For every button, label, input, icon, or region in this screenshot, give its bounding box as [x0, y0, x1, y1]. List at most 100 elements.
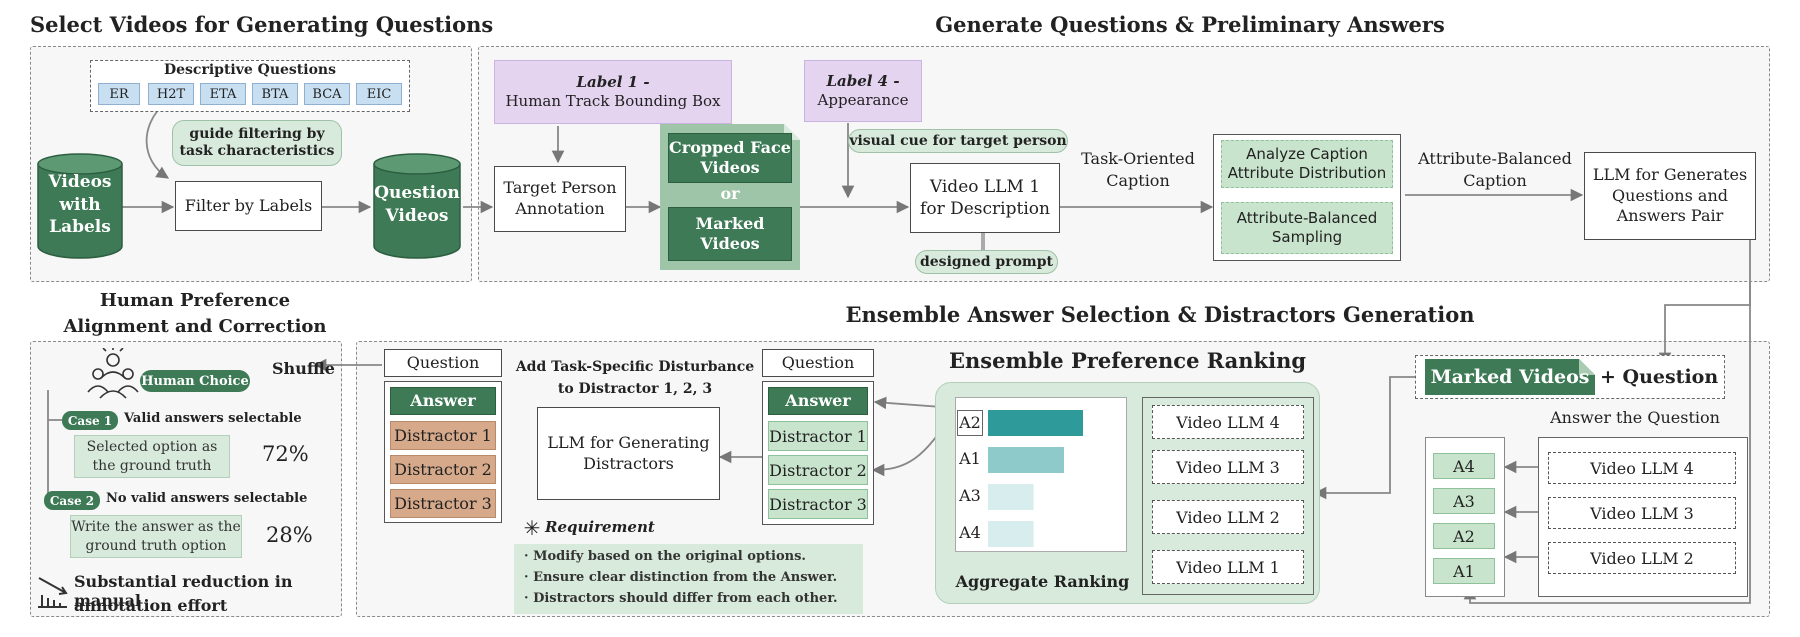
pct-28: 28%	[266, 523, 313, 547]
requirements-box	[514, 544, 863, 614]
cropped-line1: Cropped Face	[669, 138, 791, 157]
marked-videos-box: Marked Videos	[668, 207, 792, 261]
plus-question-label: + Question	[1600, 366, 1719, 388]
question-videos: Question Videos	[372, 175, 462, 235]
balanced-caption-line2: Caption	[1463, 171, 1527, 190]
descriptive-title: Descriptive Questions	[164, 62, 336, 78]
analyze-line1: Analyze Caption	[1246, 144, 1368, 163]
target-line1: Target Person	[503, 178, 617, 198]
marked-videos-tab-icon	[1425, 359, 1595, 395]
case1-note-line1: Selected option as	[86, 439, 218, 456]
requirement-star-icon: ✳	[523, 516, 541, 540]
case2-text: No valid answers selectable	[106, 491, 308, 506]
llm-distractors-line2: Distractors	[583, 453, 674, 473]
balanced-caption-line1: Attribute-Balanced	[1418, 149, 1572, 168]
title-ensemble: Ensemble Answer Selection & Distractors …	[845, 302, 1475, 327]
tag-h2t: H2T	[148, 83, 194, 105]
llm-line2: Questions and	[1612, 185, 1728, 205]
answer-a1: A1	[1433, 558, 1495, 584]
q-header: Question	[762, 349, 874, 377]
final-q-header: Question	[384, 349, 502, 377]
answer-a3: A3	[1433, 488, 1495, 514]
add-disturbance-line2: to Distractor 1, 2, 3	[557, 381, 713, 397]
tag-eic: EIC	[356, 83, 402, 105]
case2-note: Write the answer as the ground truth opt…	[70, 515, 242, 558]
marked-line1: Marked	[695, 214, 765, 233]
case1-note-line2: the ground truth	[92, 457, 212, 474]
video-llm1-box: Video LLM 1 for Description	[910, 163, 1060, 233]
requirement-title: Requirement	[545, 518, 655, 536]
video-llm1-line1: Video LLM 1	[929, 176, 1041, 197]
rank-model-llm1: Video LLM 1	[1152, 550, 1304, 584]
marked-line2: Videos	[700, 234, 760, 253]
rank-label-a3: A3	[959, 486, 981, 505]
rank-bar-a4	[988, 521, 1034, 547]
question-videos-cylinder-icon	[373, 153, 461, 259]
q-distractor-3: Distractor 3	[768, 489, 868, 519]
title-select: Select Videos for Generating Questions	[30, 12, 494, 37]
rank-bar-a2	[988, 410, 1083, 436]
shuffle-label: Shuffle	[272, 359, 335, 378]
qvideos-line1: Question	[374, 183, 460, 204]
human-annotators-icon	[87, 348, 139, 399]
case2-badge: Case 2	[44, 491, 100, 510]
reduction-line1: Substantial reduction in manual	[74, 572, 293, 610]
marked-videos-label: Marked Videos	[1430, 366, 1590, 388]
tag-er: ER	[98, 83, 140, 105]
balanced-line1: Attribute-Balanced	[1236, 208, 1378, 227]
requirement-2-text: Ensure clear distinction from the Answer…	[533, 570, 838, 585]
guide-line1: guide filtering by	[189, 126, 325, 143]
requirement-2: · Ensure clear distinction from the Answ…	[524, 570, 838, 585]
llm-generates-box: LLM for Generates Questions and Answers …	[1584, 152, 1756, 240]
llm-line3: Answers Pair	[1616, 206, 1724, 226]
visual-cue-pill: visual cue for target person	[848, 129, 1068, 153]
tag-bta: BTA	[252, 83, 298, 105]
arrow-llm-marked	[1658, 240, 1751, 366]
llm-distractors-box: LLM for Generating Distractors	[537, 407, 720, 500]
q-answer: Answer	[768, 387, 868, 415]
reduction-line2: annotation effort	[74, 596, 228, 615]
final-answer: Answer	[390, 387, 496, 415]
llm-line1: LLM for Generates	[1592, 164, 1748, 184]
filter-by-labels-box: Filter by Labels	[175, 181, 322, 231]
case1-badge: Case 1	[62, 411, 118, 430]
case2-note-line2: ground truth option	[85, 537, 227, 554]
answer-question-label: Answer the Question	[1550, 408, 1720, 427]
arrow-marked-epr	[1313, 376, 1415, 500]
label1-text: Human Track Bounding Box	[505, 92, 721, 110]
balanced-line2: Sampling	[1271, 228, 1343, 246]
case2-note-line1: Write the answer as the	[71, 519, 241, 536]
rank-label-a1: A1	[959, 449, 981, 468]
qvideos-line2: Videos	[385, 206, 449, 226]
balanced-sampling-box: Attribute-Balanced Sampling	[1221, 202, 1393, 254]
llm-distractors-line1: LLM for Generating	[547, 432, 710, 452]
cropped-line2: Videos	[700, 158, 760, 177]
requirement-1-text: Modify based on the original options.	[533, 549, 806, 564]
task-caption-line1: Task-Oriented	[1081, 149, 1195, 168]
rank-model-llm2: Video LLM 2	[1152, 500, 1304, 534]
answer-model-llm3: Video LLM 3	[1548, 497, 1736, 529]
human-choice-badge: Human Choice	[140, 370, 250, 392]
title-generate: Generate Questions & Preliminary Answers	[935, 12, 1445, 37]
videos-cylinder-icon	[37, 153, 123, 259]
section-human	[30, 341, 342, 617]
label4-box: Label 4 - Appearance	[804, 60, 922, 122]
analyze-caption-box: Analyze Caption Attribute Distribution	[1221, 140, 1393, 188]
or-text: or	[720, 184, 740, 203]
title-human-1: Human Preference	[99, 290, 291, 311]
case1-text: Valid answers selectable	[124, 411, 302, 426]
tag-bca: BCA	[304, 83, 350, 105]
videos-line2: with Labels	[49, 194, 111, 238]
label4-text: Appearance	[817, 91, 909, 109]
rank-label-a4: A4	[959, 523, 981, 542]
rank-label-a2: A2	[957, 410, 983, 436]
rank-bars-layer	[988, 410, 1083, 547]
add-disturbance-line1: Add Task-Specific Disturbance	[515, 359, 755, 375]
rank-bar-a3	[988, 484, 1034, 510]
answer-a4: A4	[1433, 453, 1495, 479]
requirement-3-text: Distractors should differ from each othe…	[533, 591, 838, 606]
rank-model-llm4: Video LLM 4	[1152, 405, 1304, 439]
requirement-3: · Distractors should differ from each ot…	[524, 591, 838, 606]
requirement-1: · Modify based on the original options.	[524, 549, 806, 564]
